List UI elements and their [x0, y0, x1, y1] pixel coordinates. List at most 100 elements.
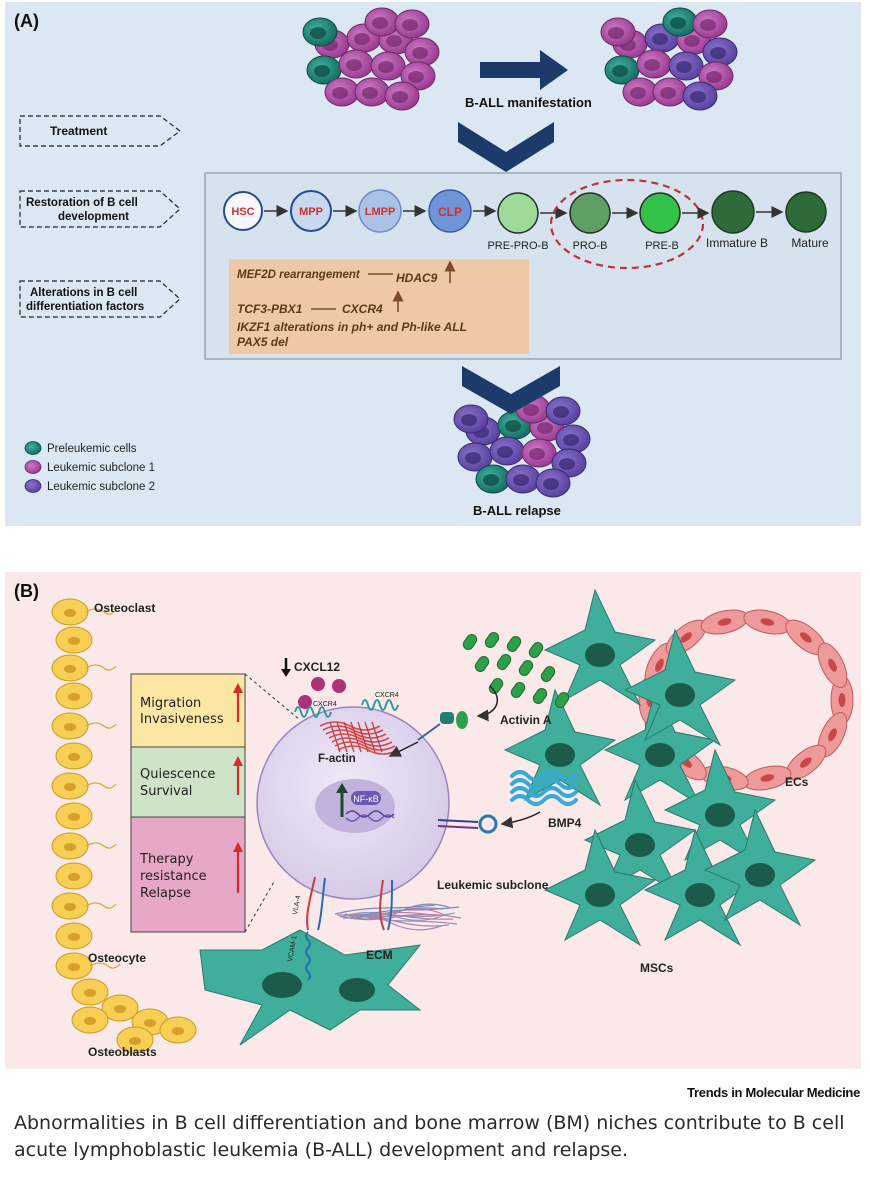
- activin-a-ligands: [462, 632, 570, 708]
- bone-cell: [116, 1026, 154, 1054]
- stage-lmpp: LMPP: [358, 189, 402, 233]
- activin-ligand: [532, 688, 548, 704]
- panel-a-label: (A): [14, 11, 39, 31]
- actin-filament: [371, 721, 383, 753]
- cell: [505, 464, 541, 494]
- actin-filament: [319, 721, 381, 731]
- bone-cell: [51, 832, 117, 860]
- cell: [489, 436, 525, 466]
- sidebar-alterations: Alterations in B cell differentiation fa…: [19, 280, 181, 318]
- cell: [535, 468, 571, 498]
- vla4-integrin: VLA-4: [292, 876, 326, 931]
- cell: [404, 37, 440, 67]
- bmp4-ligand: [510, 794, 578, 806]
- activin-label: Activin A: [500, 713, 552, 727]
- svg-text:PRO-B: PRO-B: [573, 240, 608, 252]
- bone-cell: [55, 682, 93, 710]
- bmp4-ligands: [510, 770, 578, 806]
- cxcl12-ligands: [298, 677, 346, 709]
- factor-ikzf1: IKZF1 alterations in ph+ and Ph-like ALL: [237, 320, 467, 334]
- panel-b-label: (B): [14, 581, 39, 601]
- cell: [453, 404, 489, 434]
- svg-text:VLA-4: VLA-4: [292, 895, 302, 915]
- arrow-up-icon: [233, 756, 243, 795]
- bmp4-receptor: [437, 814, 498, 834]
- cell: [662, 7, 698, 37]
- stage-pro-b: PRO-B: [569, 192, 611, 252]
- arrow-up-icon: [233, 842, 243, 893]
- endothelial-cell: [743, 765, 792, 791]
- actin-filament: [322, 725, 384, 735]
- mesenchymal-stromal-cells: [503, 588, 817, 947]
- activin-ligand: [518, 660, 534, 676]
- bone-cell: [51, 892, 117, 920]
- svg-text:CXCR4: CXCR4: [375, 692, 399, 699]
- sidebar-restoration: Restoration of B cell development: [19, 190, 181, 228]
- cell: [364, 7, 400, 37]
- cell: [338, 49, 374, 79]
- cell: [324, 77, 360, 107]
- cell: [302, 17, 338, 47]
- svg-text:Mature: Mature: [791, 236, 829, 250]
- bone-cell: [159, 1016, 197, 1044]
- svg-text:LMPP: LMPP: [365, 206, 396, 218]
- bmp4-ligand: [510, 786, 578, 798]
- activin-ligand: [540, 666, 556, 682]
- bone-cell: [55, 922, 93, 950]
- figure-caption: Abnormalities in B cell differentiation …: [14, 1112, 845, 1161]
- svg-text:CXCR4: CXCR4: [313, 701, 337, 708]
- actin-filament: [331, 737, 393, 747]
- bone-cell: [101, 994, 139, 1022]
- svg-text:Treatment: Treatment: [50, 124, 107, 138]
- ecm-fiber: [356, 914, 458, 925]
- sidebar-alterations-line2: differentiation factors: [26, 301, 144, 313]
- factors-box: [229, 259, 529, 354]
- ecm-fiber: [350, 903, 452, 920]
- legend-item-subclone-1: Leukemic subclone 1: [24, 460, 155, 474]
- factor-hdac9: HDAC9: [396, 271, 438, 285]
- pointer-arrow: [500, 811, 541, 829]
- cell: [622, 77, 658, 107]
- pointer-arrow: [388, 741, 419, 757]
- actin-filament: [364, 721, 376, 753]
- cell: [600, 17, 636, 47]
- pointer-arrow: [476, 685, 499, 722]
- bone-cell: [55, 862, 93, 890]
- phenotype-quiescence: Quiescence: [140, 767, 215, 782]
- svg-text:VCAM-1: VCAM-1: [287, 935, 299, 962]
- actin-filament: [334, 741, 396, 751]
- endothelial-cell: [700, 609, 749, 635]
- bone-cell: [71, 1006, 109, 1034]
- osteoblasts-label: Osteoblasts: [88, 1045, 157, 1059]
- svg-text:HSC: HSC: [231, 206, 254, 218]
- stromal-cell-bottom: [199, 929, 422, 1046]
- cell: [636, 49, 672, 79]
- ecm-fiber: [340, 914, 442, 931]
- svg-text:Leukemic subclone 2: Leukemic subclone 2: [47, 481, 155, 493]
- actin-filament: [328, 733, 390, 743]
- mscs-label: MSCs: [640, 961, 674, 975]
- activin-ligand: [474, 656, 490, 672]
- factor-mef2d: MEF2D rearrangement: [237, 269, 361, 281]
- bone-cell: [55, 802, 93, 830]
- svg-text:MPP: MPP: [299, 206, 323, 218]
- activin-ligand: [510, 682, 526, 698]
- leukemic-subclone-label: Leukemic subclone: [437, 878, 549, 892]
- bone-cells: [51, 598, 197, 1054]
- msc-cell: [543, 828, 657, 947]
- stage-pre-pro-b: PRE-PRO-B: [487, 192, 549, 252]
- ecm-fiber: [358, 906, 460, 917]
- journal-name: Trends in Molecular Medicine: [687, 1085, 860, 1100]
- cxcr4-receptor: CXCR4: [361, 692, 399, 711]
- endothelial-cell: [785, 619, 827, 656]
- bone-cell: [51, 654, 117, 682]
- chevron-down-icon: [462, 366, 560, 414]
- phenotype-boxes: Migration Invasiveness Quiescence Surviv…: [130, 673, 246, 933]
- sidebar-alterations-line1: Alterations in B cell: [30, 287, 137, 299]
- msc-cell: [623, 628, 737, 747]
- msc-cell: [643, 828, 757, 947]
- stage-immature-b: Immature B: [706, 190, 768, 250]
- ecm-fiber: [334, 904, 436, 915]
- cell: [652, 77, 688, 107]
- bone-cell: [51, 772, 117, 800]
